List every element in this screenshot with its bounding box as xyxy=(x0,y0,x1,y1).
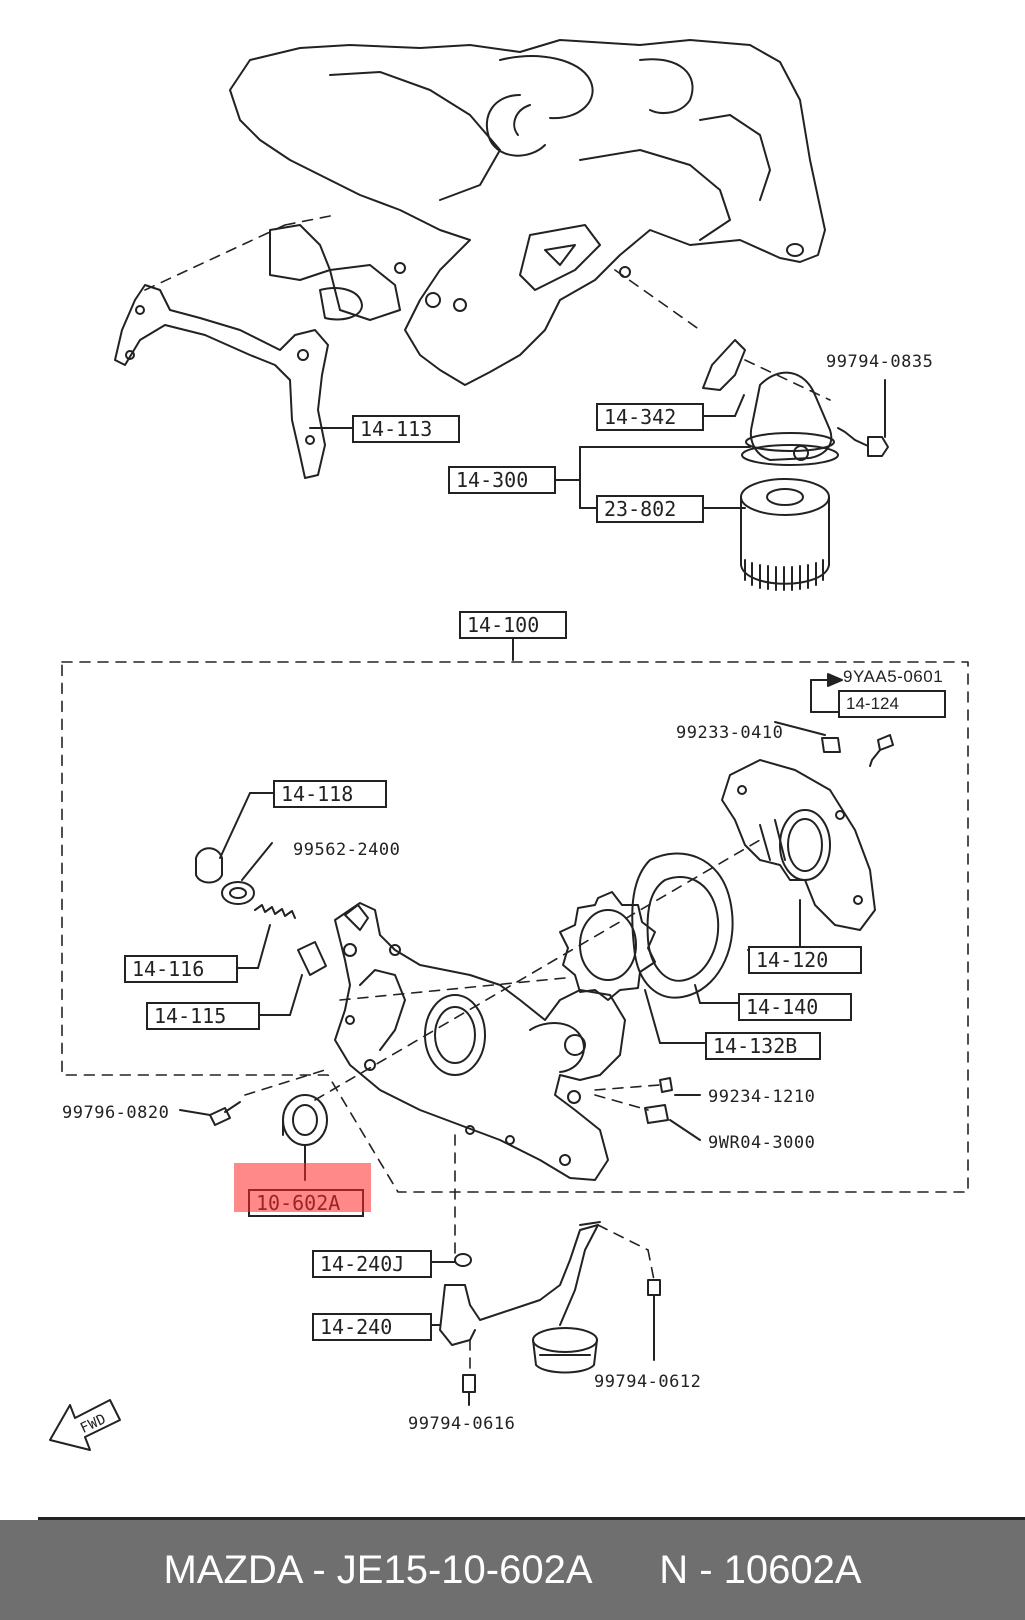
part-number-99796-0820[interactable]: 99796-0820 xyxy=(62,1103,170,1123)
callout-14-100[interactable]: 14-100 xyxy=(459,611,567,639)
part-number-9wr04-3000[interactable]: 9WR04-3000 xyxy=(708,1133,816,1153)
diagram-drawing xyxy=(49,39,969,1451)
engine-block-drawing xyxy=(229,39,826,386)
callout-14-115[interactable]: 14-115 xyxy=(146,1002,260,1030)
callout-14-240j[interactable]: 14-240J xyxy=(312,1250,432,1278)
part-number-99562-2400[interactable]: 99562-2400 xyxy=(293,840,401,860)
callout-14-132b[interactable]: 14-132B xyxy=(705,1032,821,1060)
callout-14-116[interactable]: 14-116 xyxy=(124,955,238,983)
part-number-99794-0616[interactable]: 99794-0616 xyxy=(408,1414,516,1434)
oil-strainer-drawing xyxy=(439,1221,661,1406)
callout-14-342[interactable]: 14-342 xyxy=(596,403,704,431)
part-number-99234-1210[interactable]: 99234-1210 xyxy=(708,1087,816,1107)
part-number-99233-0410[interactable]: 99233-0410 xyxy=(676,723,784,743)
callout-14-124[interactable]: 14-124 xyxy=(838,690,946,718)
timing-cover-gasket-drawing xyxy=(114,284,329,479)
caption: MAZDA - JE15-10-602A N - 10602A xyxy=(0,1520,1025,1620)
pump-rotors-drawing xyxy=(559,852,734,1001)
pump-cover-drawing xyxy=(721,759,876,931)
callout-14-120[interactable]: 14-120 xyxy=(748,946,862,974)
fwd-arrow-drawing xyxy=(49,1399,121,1451)
oil-filter-drawing xyxy=(740,478,830,591)
caption-left: MAZDA - JE15-10-602A xyxy=(163,1547,593,1592)
caption-right: N - 10602A xyxy=(659,1547,862,1592)
parts-diagram: FWD 14-113 14-342 14-300 23-802 14-100 1… xyxy=(49,39,969,1451)
part-highlight xyxy=(234,1163,371,1212)
callout-14-240[interactable]: 14-240 xyxy=(312,1313,432,1341)
caption-bar xyxy=(0,1520,1025,1620)
part-number-99794-0612[interactable]: 99794-0612 xyxy=(594,1372,702,1392)
filter-adapter-drawing xyxy=(702,339,889,466)
callout-14-113[interactable]: 14-113 xyxy=(352,415,460,443)
part-number-9yaa5-0601[interactable]: 9YAA5-0601 xyxy=(843,667,944,686)
callout-14-300[interactable]: 14-300 xyxy=(448,466,556,494)
callout-23-802[interactable]: 23-802 xyxy=(596,495,704,523)
caption-divider xyxy=(38,1517,1025,1520)
relief-valve-parts-drawing xyxy=(195,734,894,1146)
part-number-99794-0835[interactable]: 99794-0835 xyxy=(826,352,934,372)
callout-14-140[interactable]: 14-140 xyxy=(738,993,852,1021)
callout-14-118[interactable]: 14-118 xyxy=(273,780,387,808)
oil-pump-body-drawing xyxy=(334,902,626,1181)
